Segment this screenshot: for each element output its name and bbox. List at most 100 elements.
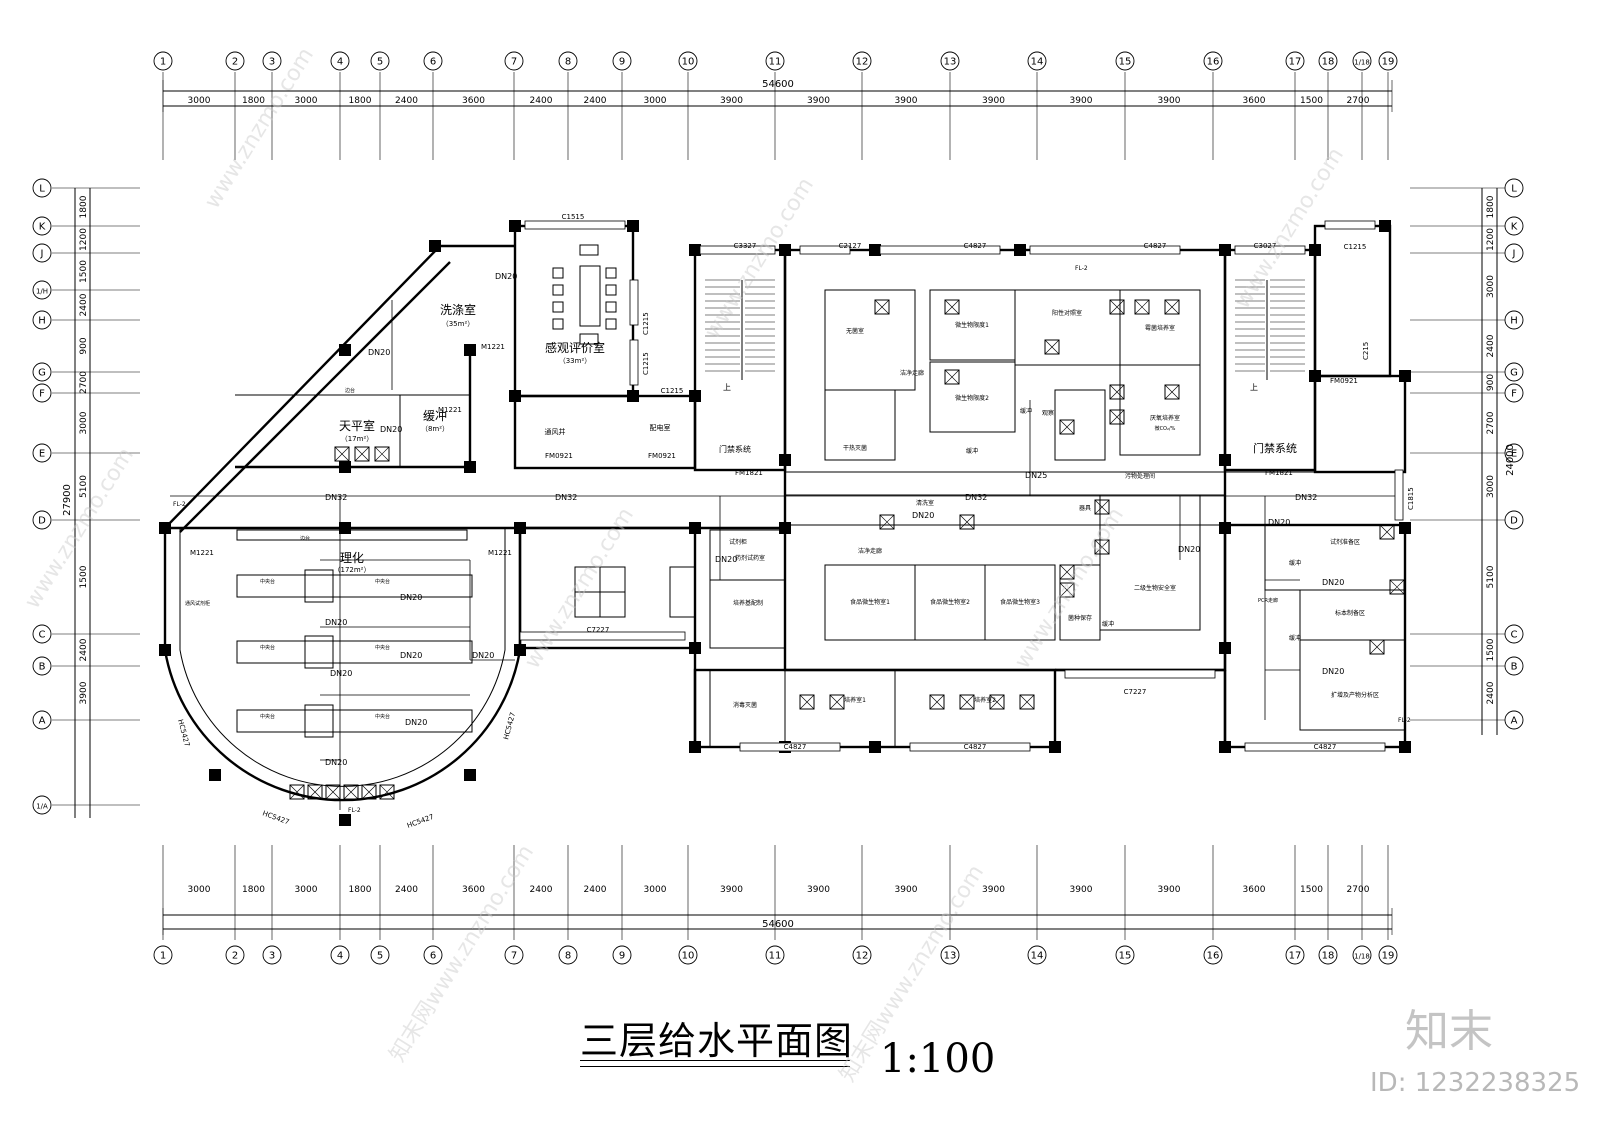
equipment-box: [343, 784, 359, 800]
svg-text:L: L: [1511, 184, 1517, 195]
watermark-brand: 知末: [1405, 1006, 1493, 1057]
svg-text:FM0921: FM0921: [1330, 377, 1358, 385]
column: [339, 344, 351, 356]
column: [429, 240, 441, 252]
axis-bubble-bottom-16: 16: [1203, 945, 1223, 965]
svg-text:DN20: DN20: [912, 511, 934, 520]
axis-bubble-bottom-9: 9: [612, 945, 632, 965]
equipment-box: [1164, 299, 1180, 315]
dim-top: 3900: [1158, 96, 1181, 106]
dim-right: 2400: [1486, 334, 1496, 357]
svg-text:阳性对照室: 阳性对照室: [1052, 309, 1082, 317]
svg-text:菌种保存: 菌种保存: [1068, 614, 1092, 622]
svg-text:6: 6: [430, 951, 436, 962]
svg-text:FM0921: FM0921: [648, 452, 676, 460]
svg-text:18: 18: [1322, 951, 1335, 962]
axis-bubble-top-9: 9: [612, 51, 632, 71]
dim-bottom: 3000: [295, 885, 318, 895]
svg-text:配电室: 配电室: [650, 423, 671, 432]
axis-bubble-bottom-18: 18: [1318, 945, 1338, 965]
svg-text:DN20: DN20: [325, 758, 347, 767]
dim-right: 1800: [1486, 195, 1496, 218]
top-total-dim: 54600: [762, 79, 794, 90]
equipment-box: [989, 694, 1005, 710]
structural-columns: [159, 220, 1411, 826]
column: [464, 461, 476, 473]
svg-text:M1221: M1221: [190, 549, 214, 557]
room-sensory: 感观评价室: [545, 340, 605, 355]
svg-text:H: H: [1510, 316, 1518, 327]
dim-top: 3900: [982, 96, 1005, 106]
svg-text:DN20: DN20: [400, 651, 422, 660]
axis-bubble-top-3: 3: [262, 51, 282, 71]
axis-bubble-top-18: 18: [1318, 51, 1338, 71]
equipment-box: [289, 784, 305, 800]
svg-text:HC5427: HC5427: [406, 813, 435, 830]
svg-text:15: 15: [1119, 57, 1132, 68]
svg-text:1: 1: [160, 57, 166, 68]
axis-bubble-top-5: 5: [370, 51, 390, 71]
axis-bubble-left-B: B: [32, 656, 52, 676]
svg-text:9: 9: [619, 951, 625, 962]
dim-bottom: 2400: [395, 885, 418, 895]
dim-left: 1500: [79, 260, 89, 283]
svg-text:FL-2: FL-2: [173, 501, 186, 508]
svg-text:清洗室: 清洗室: [916, 499, 934, 507]
svg-text:C3027: C3027: [1254, 242, 1277, 250]
axis-bubble-left-G: G: [32, 362, 52, 382]
axis-bubble-right-C: C: [1504, 624, 1524, 644]
axis-bubble-top-16: 16: [1203, 51, 1223, 71]
axis-bubble-bottom-15: 15: [1115, 945, 1135, 965]
svg-text:1/18: 1/18: [1354, 59, 1370, 67]
equipment-box: [1109, 299, 1125, 315]
equipment-box: [1094, 499, 1110, 515]
svg-text:消毒灭菌: 消毒灭菌: [733, 701, 757, 709]
svg-text:中央台: 中央台: [375, 578, 390, 585]
bottom-dimension-chain: 54600: [162, 908, 1393, 935]
svg-text:微生物限度1: 微生物限度1: [955, 321, 989, 329]
svg-text:C: C: [1511, 630, 1518, 641]
dim-right: 2400: [1486, 681, 1496, 704]
svg-text:FL-2: FL-2: [1075, 265, 1088, 272]
svg-text:DN25: DN25: [1025, 471, 1047, 480]
svg-text:C4827: C4827: [964, 743, 987, 751]
dim-bottom: 3600: [1243, 885, 1266, 895]
svg-text:培养室2: 培养室2: [974, 696, 996, 704]
axis-bubble-top-1: 1: [153, 51, 173, 71]
column: [779, 522, 791, 534]
axis-bubble-left-J: J: [32, 243, 52, 263]
svg-text:洁净走廊: 洁净走廊: [900, 369, 924, 377]
svg-text:FM1821: FM1821: [1265, 469, 1293, 477]
equipment-box: [1379, 524, 1395, 540]
axis-bubble-top-14: 14: [1027, 51, 1047, 71]
equipment-box: [1019, 694, 1035, 710]
axis-bubble-left-A: A: [32, 710, 52, 730]
equipment-box: [1094, 539, 1110, 555]
dim-left: 2700: [79, 371, 89, 394]
svg-text:缓冲: 缓冲: [1102, 620, 1114, 628]
svg-text:FL-2: FL-2: [1398, 717, 1411, 724]
dim-bottom: 3900: [807, 885, 830, 895]
svg-text:上: 上: [1250, 383, 1258, 392]
column: [689, 522, 701, 534]
window-marks: [519, 220, 1404, 752]
svg-text:C7227: C7227: [587, 626, 610, 634]
dim-bottom: 3900: [1158, 885, 1181, 895]
svg-text:1/A: 1/A: [36, 803, 48, 811]
svg-text:扩增及产物分析区: 扩增及产物分析区: [1331, 691, 1379, 699]
svg-text:试剂柜: 试剂柜: [729, 538, 747, 546]
interior-partitions: [235, 289, 1406, 748]
axis-bubble-top-4: 4: [330, 51, 350, 71]
svg-text:门禁系统: 门禁系统: [719, 444, 751, 454]
svg-text:培养室1: 培养室1: [844, 696, 866, 704]
svg-text:2: 2: [232, 57, 238, 68]
svg-text:通风井: 通风井: [545, 427, 566, 436]
dim-top: 3900: [895, 96, 918, 106]
pipe-labels: DN20 DN20 DN20 DN32 DN32 DN32 DN32 DN20 …: [325, 272, 1344, 767]
svg-text:标本制备区: 标本制备区: [1335, 609, 1365, 617]
svg-text:17: 17: [1289, 951, 1302, 962]
column: [689, 741, 701, 753]
column: [1219, 741, 1231, 753]
svg-text:16: 16: [1207, 951, 1220, 962]
svg-text:5: 5: [377, 951, 383, 962]
